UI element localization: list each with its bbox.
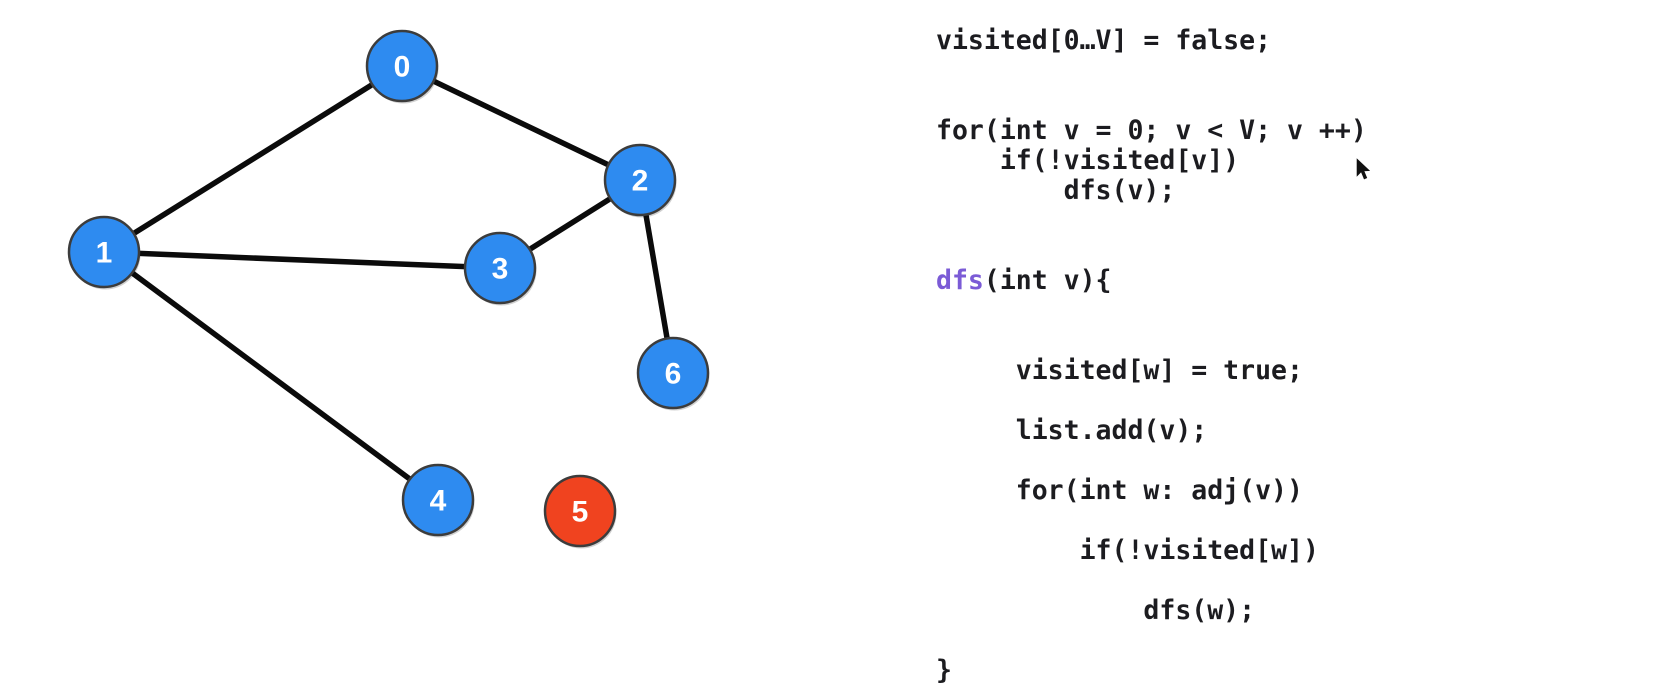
graph-edge-1-4 <box>101 249 441 503</box>
code-line-spacer <box>936 448 1367 478</box>
graph-canvas[interactable]: 0 1 2 3 4 5 6 <box>0 0 900 695</box>
graph-node-label-0: 0 <box>394 51 411 84</box>
graph-node-4[interactable]: 4 <box>401 463 475 538</box>
graph-node-5[interactable]: 5 <box>543 474 617 549</box>
code-panel: visited[0…V] = false; for(int v = 0; v <… <box>900 0 1658 695</box>
code-line-1: for(int v = 0; v < V; v ++) <box>936 115 1367 146</box>
code-line-9: dfs(w); <box>936 595 1256 626</box>
graph-nodes-group: 0 1 2 3 4 5 6 <box>67 29 710 549</box>
graph-node-label-5: 5 <box>572 496 589 529</box>
code-line-6: list.add(v); <box>936 415 1208 446</box>
code-line-spacer <box>936 88 1367 118</box>
code-line-10: } <box>936 655 952 686</box>
code-line-spacer <box>936 208 1367 238</box>
graph-node-circle-4[interactable] <box>401 463 475 537</box>
code-line-spacer <box>936 328 1367 358</box>
graph-edge-0-2 <box>399 63 643 183</box>
graph-node-circle-1[interactable] <box>67 215 141 289</box>
code-line-spacer <box>936 238 1367 268</box>
graph-node-3[interactable]: 3 <box>463 231 537 306</box>
graph-node-2[interactable]: 2 <box>603 143 677 218</box>
code-line-8: if(!visited[w]) <box>936 535 1319 566</box>
code-line-3: dfs(v); <box>936 175 1176 206</box>
graph-node-1[interactable]: 1 <box>67 215 141 290</box>
code-line-0: visited[0…V] = false; <box>936 25 1272 56</box>
graph-node-6[interactable]: 6 <box>636 336 710 411</box>
code-line-spacer <box>936 388 1367 418</box>
graph-edges-group <box>101 63 676 503</box>
code-line-spacer <box>936 628 1367 658</box>
graph-panel: 0 1 2 3 4 5 6 <box>0 0 900 695</box>
graph-node-circle-5[interactable] <box>543 474 617 548</box>
code-line-spacer <box>936 568 1367 598</box>
code-line-spacer <box>936 298 1367 328</box>
dfs-pseudocode-block: visited[0…V] = false; for(int v = 0; v <… <box>936 25 1367 688</box>
graph-edge-1-3 <box>101 249 503 271</box>
code-line-spacer <box>936 508 1367 538</box>
graph-node-circle-0[interactable] <box>365 29 439 103</box>
graph-edge-0-1 <box>101 63 405 255</box>
graph-node-label-3: 3 <box>492 253 509 286</box>
graph-node-circle-2[interactable] <box>603 143 677 217</box>
graph-node-label-1: 1 <box>96 237 113 270</box>
code-line-7: for(int w: adj(v)) <box>936 475 1303 506</box>
code-line-5: visited[w] = true; <box>936 355 1303 386</box>
code-line-spacer <box>936 58 1367 88</box>
code-line-2: if(!visited[v]) <box>936 145 1240 176</box>
graph-node-circle-3[interactable] <box>463 231 537 305</box>
graph-node-label-2: 2 <box>632 165 649 198</box>
code-line-4: dfs(int v){ <box>936 265 1112 296</box>
graph-node-label-4: 4 <box>430 485 447 518</box>
code-token-function-name: dfs <box>936 265 984 296</box>
graph-node-circle-6[interactable] <box>636 336 710 410</box>
graph-node-label-6: 6 <box>665 358 682 391</box>
graph-node-0[interactable]: 0 <box>365 29 439 104</box>
